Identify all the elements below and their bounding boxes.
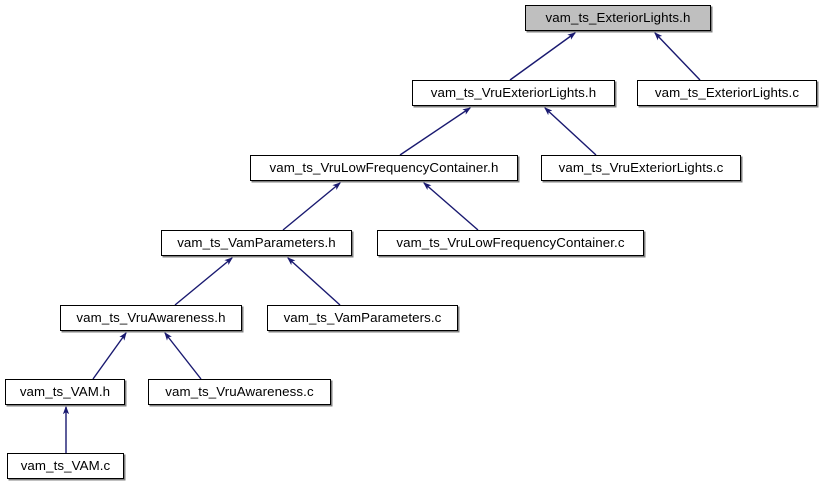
graph-node-vam-ts-vruawareness-c[interactable]: vam_ts_VruAwareness.c <box>148 379 331 405</box>
graph-node-label: vam_ts_VamParameters.h <box>177 235 336 251</box>
graph-node-label: vam_ts_VAM.h <box>19 384 111 400</box>
dependency-edge <box>423 182 479 231</box>
dependency-edge <box>92 332 127 380</box>
graph-node-label: vam_ts_VruLowFrequencyContainer.c <box>396 235 625 251</box>
graph-node-label: vam_ts_VruLowFrequencyContainer.h <box>269 160 499 176</box>
graph-node-vam-ts-exteriorlights-c[interactable]: vam_ts_ExteriorLights.c <box>637 80 817 106</box>
graph-node-label: vam_ts_VruAwareness.c <box>165 384 314 400</box>
graph-node-label: vam_ts_VAM.c <box>20 458 111 474</box>
graph-node-label: vam_ts_VruAwareness.h <box>76 310 226 326</box>
dependency-edge <box>509 32 576 81</box>
graph-node-vam-ts-vamparameters-h[interactable]: vam_ts_VamParameters.h <box>161 230 352 256</box>
graph-node-vam-ts-vrulowfrequencycontainer-c[interactable]: vam_ts_VruLowFrequencyContainer.c <box>377 230 644 256</box>
graph-node-vam-ts-vam-h[interactable]: vam_ts_VAM.h <box>5 379 125 405</box>
dependency-edge <box>287 257 341 306</box>
graph-node-vam-ts-vam-c[interactable]: vam_ts_VAM.c <box>7 453 124 479</box>
dependency-edge <box>164 332 202 380</box>
graph-node-label: vam_ts_ExteriorLights.c <box>654 85 800 101</box>
graph-node-label: vam_ts_VruExteriorLights.h <box>430 85 597 101</box>
graph-node-label: vam_ts_ExteriorLights.h <box>545 10 691 26</box>
graph-node-vam-ts-vrulowfrequencycontainer-h[interactable]: vam_ts_VruLowFrequencyContainer.h <box>250 155 518 181</box>
graph-node-label: vam_ts_VamParameters.c <box>283 310 442 326</box>
dependency-edge <box>399 107 471 156</box>
graph-node-label: vam_ts_VruExteriorLights.c <box>558 160 724 176</box>
dependency-edge <box>174 257 233 306</box>
dependency-edge <box>282 182 341 231</box>
dependency-edge <box>654 32 701 81</box>
graph-node-vam-ts-vruexteriorlights-c[interactable]: vam_ts_VruExteriorLights.c <box>541 155 741 181</box>
graph-node-vam-ts-vruawareness-h[interactable]: vam_ts_VruAwareness.h <box>60 305 242 331</box>
graph-node-vam-ts-exteriorlights-h[interactable]: vam_ts_ExteriorLights.h <box>525 5 711 31</box>
dependency-edge <box>544 107 597 156</box>
graph-node-vam-ts-vamparameters-c[interactable]: vam_ts_VamParameters.c <box>267 305 458 331</box>
graph-node-vam-ts-vruexteriorlights-h[interactable]: vam_ts_VruExteriorLights.h <box>412 80 615 106</box>
